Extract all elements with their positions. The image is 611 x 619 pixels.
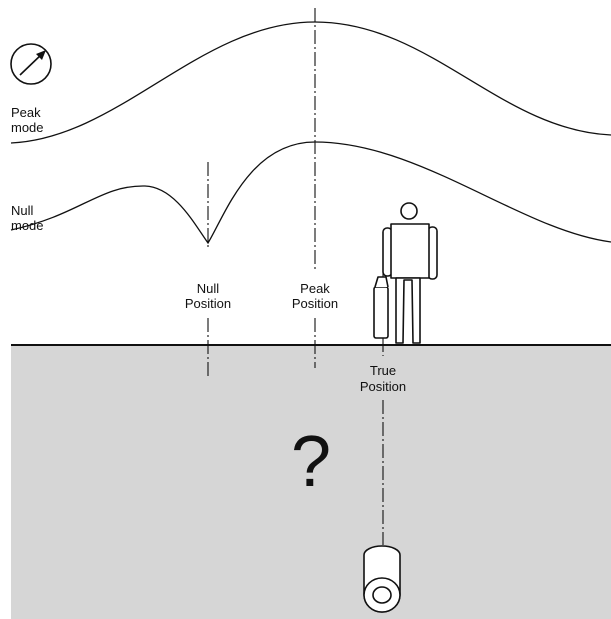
gauge-icon — [11, 44, 51, 84]
peak-mode-label-line2: mode — [11, 120, 44, 135]
true-position-label-line2: Position — [360, 379, 406, 394]
true-position-label-line1: True — [370, 363, 396, 378]
null-mode-curve — [11, 142, 611, 243]
peak-position-label-line2: Position — [292, 296, 338, 311]
null-position-label-line2: Position — [185, 296, 231, 311]
null-mode-label-line2: mode — [11, 218, 44, 233]
buried-pipe-icon — [364, 546, 400, 612]
question-mark: ? — [291, 422, 331, 502]
peak-mode-curve — [11, 22, 611, 143]
null-mode-label-line1: Null — [11, 203, 34, 218]
person-with-locator-icon — [374, 203, 437, 343]
peak-position-label-line1: Peak — [300, 281, 330, 296]
null-position-label-line1: Null — [197, 281, 220, 296]
peak-mode-label-line1: Peak — [11, 105, 41, 120]
